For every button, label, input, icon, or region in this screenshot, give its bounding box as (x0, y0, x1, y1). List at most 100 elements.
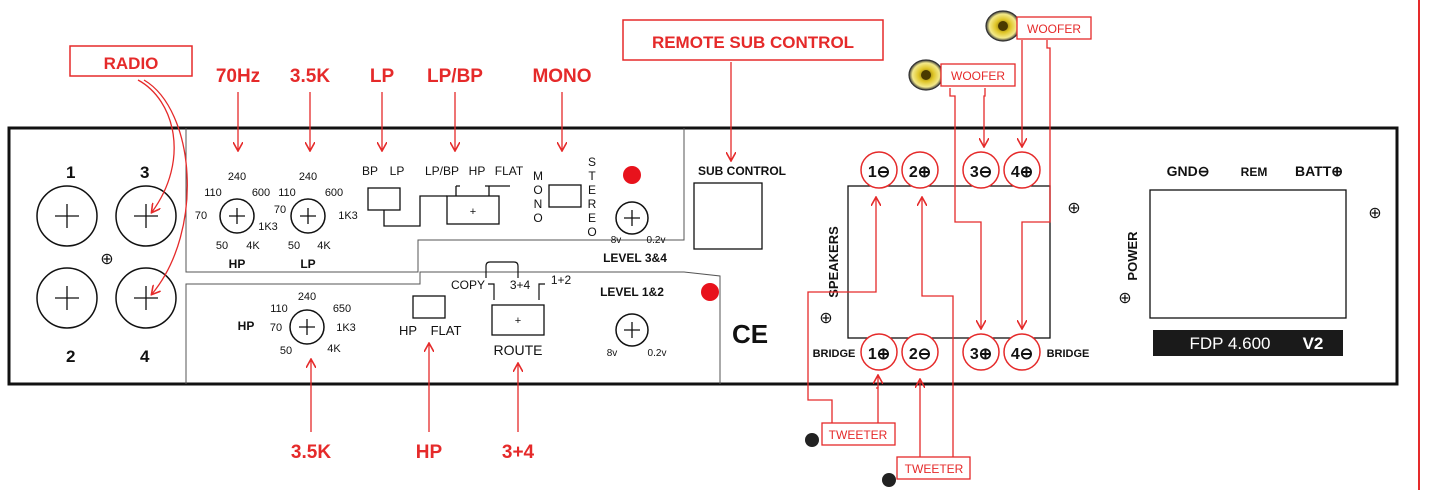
svg-text:HP: HP (469, 164, 486, 178)
woofer-tweeter-callouts: WOOFER WOOFER TWEETER TWEETER (805, 10, 1092, 487)
svg-text:0.2v: 0.2v (647, 235, 666, 246)
woofer-left-label: WOOFER (951, 69, 1005, 83)
rem-label: REM (1241, 165, 1268, 179)
svg-text:240: 240 (298, 291, 316, 303)
svg-text:1K3: 1K3 (338, 210, 358, 222)
ce-mark: CE (732, 319, 768, 349)
svg-text:COPY: COPY (451, 278, 485, 292)
svg-text:⊕: ⊕ (1067, 200, 1080, 217)
svg-text:0.2v: 0.2v (648, 348, 667, 359)
input-4-label: 4 (140, 347, 150, 366)
woofer-top-label: WOOFER (1027, 22, 1081, 36)
level-1-2-led (701, 283, 719, 301)
callout-3-plus-4: 3+4 (502, 442, 535, 463)
tweeter-bottom-icon (882, 473, 896, 487)
hp-knob-upper: 240 110 600 70 1K3 50 4K HP (195, 171, 278, 271)
terminal-top-4: 4⊕ (1011, 164, 1033, 181)
svg-text:8v: 8v (611, 235, 622, 246)
svg-text:70: 70 (195, 210, 207, 222)
speakers-label: SPEAKERS (826, 226, 841, 298)
terminal-top-3: 3⊖ (970, 164, 992, 181)
svg-text:600: 600 (325, 187, 343, 199)
radio-label: RADIO (104, 54, 159, 73)
svg-text:650: 650 (333, 303, 351, 315)
sub-control-port: REMOTE SUB CONTROL SUB CONTROL (622, 19, 884, 250)
svg-text:1+2: 1+2 (551, 273, 572, 287)
svg-text:HP: HP (399, 323, 417, 338)
svg-text:8v: 8v (607, 348, 618, 359)
callout-3-5k-bottom: 3.5K (291, 442, 331, 463)
svg-text:4K: 4K (317, 240, 331, 252)
svg-text:BP: BP (362, 164, 378, 178)
svg-text:N: N (534, 197, 543, 211)
gnd-label: GND⊖ (1167, 163, 1210, 179)
tweeter-left-label: TWEETER (829, 428, 888, 442)
radio-callout: RADIO (69, 45, 193, 294)
tweeter-left-icon (805, 433, 819, 447)
svg-text:ROUTE: ROUTE (494, 342, 543, 358)
svg-text:FLAT: FLAT (431, 323, 462, 338)
bp-lp-switch: BP LP (362, 164, 447, 227)
model-name: FDP 4.600 (1190, 334, 1271, 353)
svg-text:4K: 4K (327, 343, 341, 355)
svg-text:110: 110 (278, 187, 296, 199)
svg-text:70: 70 (274, 204, 286, 216)
route-switch: COPY 3+4 1+2 + ROUTE (451, 261, 572, 358)
terminal-bottom-4: 4⊖ (1011, 346, 1033, 363)
terminal-bottom-2: 2⊖ (909, 346, 931, 363)
lp-knob-name: LP (300, 257, 315, 271)
top-settings-callouts: 70Hz 3.5K LP LP/BP MONO (216, 66, 592, 150)
model-version: V2 (1303, 334, 1324, 353)
speaker-terminals: SPEAKERS ⊕ ⊕ 1⊖ 2⊕ 3⊖ 4⊕ 1⊕ 2⊖ 3⊕ 4⊖ BRI… (813, 151, 1090, 371)
remote-sub-control-label: REMOTE SUB CONTROL (652, 33, 854, 52)
terminal-top-2: 2⊕ (909, 164, 931, 181)
hp-knob-lower: HP 240 110 650 70 1K3 50 4K (238, 291, 356, 357)
level-3-4-led (623, 166, 641, 184)
input-1-label: 1 (66, 163, 75, 182)
filter-mode-switch: LP/BP HP FLAT + (425, 164, 524, 225)
upper-section-outline (185, 128, 685, 273)
svg-text:240: 240 (299, 171, 317, 183)
svg-text:R: R (588, 197, 597, 211)
remote-sub-callout-box (622, 19, 884, 61)
svg-text:O: O (533, 183, 542, 197)
svg-text:⊕: ⊕ (1368, 205, 1381, 222)
svg-text:110: 110 (204, 187, 222, 199)
svg-text:50: 50 (216, 240, 228, 252)
svg-text:FLAT: FLAT (495, 164, 524, 178)
svg-text:⊕: ⊕ (1118, 290, 1131, 307)
level-1-2-knob: LEVEL 1&2 8v 0.2v (600, 283, 719, 359)
bridge-right-label: BRIDGE (1047, 348, 1090, 360)
input-3-label: 3 (140, 163, 149, 182)
model-badge (1153, 330, 1343, 356)
lp-knob-upper: 240 110 600 70 1K3 50 4K LP (274, 171, 358, 271)
svg-text:3+4: 3+4 (510, 278, 531, 292)
power-label: POWER (1125, 231, 1140, 281)
bottom-settings-callouts: 3.5K HP 3+4 (291, 344, 535, 463)
power-terminal-block (1149, 189, 1347, 319)
level-3-4-knob: 8v 0.2v LEVEL 3&4 (603, 166, 667, 265)
radio-callout-box (69, 45, 193, 77)
rca-plus-marks (55, 204, 158, 310)
callout-3-5k-top: 3.5K (290, 66, 330, 87)
svg-text:O: O (533, 211, 542, 225)
power-block: GND⊖ REM BATT⊕ POWER ⊕ ⊕ FDP 4.600 V2 (1118, 163, 1382, 356)
terminal-bottom-1: 1⊕ (868, 346, 890, 363)
svg-text:T: T (588, 169, 596, 183)
svg-text:600: 600 (252, 187, 270, 199)
svg-text:LP/BP: LP/BP (425, 164, 459, 178)
lower-section-outline (185, 271, 721, 384)
svg-text:+: + (515, 315, 521, 327)
tweeter-bottom-label: TWEETER (905, 462, 964, 476)
svg-text:S: S (588, 155, 596, 169)
svg-text:LP: LP (390, 164, 405, 178)
input-2-label: 2 (66, 347, 75, 366)
batt-label: BATT⊕ (1295, 163, 1343, 179)
ground-screw-icon: ⊕ (100, 251, 113, 268)
svg-text:70: 70 (270, 322, 282, 334)
callout-lp-bp: LP/BP (427, 66, 483, 87)
svg-text:50: 50 (288, 240, 300, 252)
terminal-bottom-3: 3⊕ (970, 346, 992, 363)
svg-text:O: O (587, 225, 596, 239)
